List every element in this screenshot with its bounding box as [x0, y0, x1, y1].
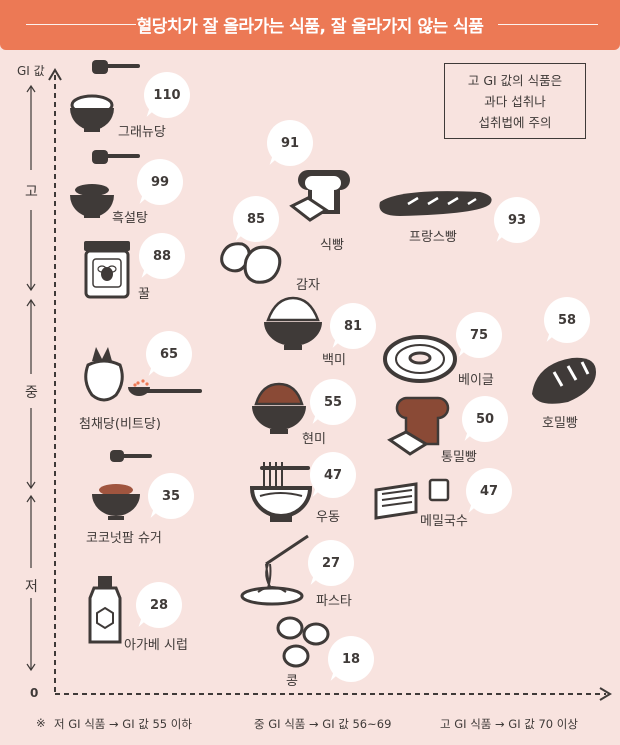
gi-value-beans: 18	[328, 636, 374, 682]
gi-value-whole-wheat-bread: 50	[462, 396, 508, 442]
gi-value-white-rice: 81	[330, 303, 376, 349]
gi-value-pasta: 27	[308, 540, 354, 586]
honey-jar-icon	[84, 241, 130, 299]
potato-icon	[220, 242, 282, 284]
baguette-icon	[379, 191, 492, 216]
pasta-plate-icon	[240, 534, 309, 606]
food-label-buckwheat-noodles: 메밀국수	[420, 514, 468, 529]
page-title: 혈당치가 잘 올라가는 식품, 잘 올라가지 않는 식품	[136, 17, 484, 37]
footnote-mid-gi: 중 GI 식품 → GI 값 56~69	[254, 717, 392, 731]
syrup-bottle-icon	[88, 576, 122, 644]
food-label-granulated-sugar: 그래뉴당	[118, 125, 166, 140]
brown-sugar-bowl-icon	[70, 150, 140, 218]
gi-value-bread: 91	[267, 120, 313, 166]
title-banner: 혈당치가 잘 올라가는 식품, 잘 올라가지 않는 식품	[0, 0, 620, 50]
gi-value-beet-sugar: 65	[146, 331, 192, 377]
food-label-brown-rice: 현미	[302, 432, 326, 447]
food-label-potato: 감자	[296, 278, 320, 293]
food-label-whole-wheat-bread: 통밀빵	[441, 450, 477, 465]
axis-high-label: 고	[25, 184, 38, 200]
banner-divider-left	[26, 24, 136, 25]
beet-sugar-icon	[84, 347, 202, 402]
food-label-beans: 콩	[286, 674, 298, 689]
food-label-rye-bread: 호밀빵	[542, 416, 578, 431]
range-arrows	[26, 84, 36, 672]
axis-mid-label: 중	[25, 385, 38, 401]
axis-arrow-right	[599, 687, 612, 701]
banner-divider-right	[498, 24, 598, 25]
food-label-agave-syrup: 아가베 시럽	[124, 638, 188, 653]
gi-value-udon: 47	[310, 452, 356, 498]
footnote-mark: ※	[36, 716, 46, 730]
sugar-bowl-scoop-icon	[70, 60, 140, 132]
brown-rice-bowl-icon	[252, 382, 306, 434]
food-label-pasta: 파스타	[316, 594, 352, 609]
gi-value-coconut-sugar: 35	[148, 473, 194, 519]
food-label-udon: 우동	[316, 510, 340, 525]
caution-note-line-1: 고 GI 값의 식품은	[467, 73, 563, 88]
caution-note-line-2: 과다 섭취나	[484, 94, 546, 109]
gi-value-baguette: 93	[494, 197, 540, 243]
food-label-beet-sugar: 첨채당(비트당)	[79, 417, 161, 432]
footnote-high-gi: 고 GI 식품 → GI 값 70 이상	[440, 717, 578, 731]
food-label-honey: 꿀	[138, 287, 150, 302]
gi-value-potato: 85	[233, 196, 279, 242]
bagel-icon	[383, 335, 457, 383]
food-label-white-rice: 백미	[322, 353, 346, 368]
food-label-brown-sugar: 흑설탕	[112, 211, 148, 226]
beans-icon	[276, 616, 330, 668]
food-label-baguette: 프랑스빵	[409, 230, 457, 245]
bread-loaf-icon	[289, 170, 350, 222]
gi-value-agave-syrup: 28	[136, 582, 182, 628]
gi-value-granulated-sugar: 110	[144, 72, 190, 118]
axis-low-label: 저	[25, 579, 38, 595]
caution-note-box: 고 GI 값의 식품은 과다 섭취나 섭취법에 주의	[444, 63, 586, 139]
caution-note-line-3: 섭취법에 주의	[478, 115, 552, 130]
gi-value-brown-sugar: 99	[137, 159, 183, 205]
whole-wheat-bread-icon	[387, 396, 450, 456]
coconut-sugar-bowl-icon	[92, 450, 152, 520]
axis-origin-label: 0	[30, 686, 39, 700]
gi-value-brown-rice: 55	[310, 379, 356, 425]
food-label-coconut-sugar: 코코넛팜 슈거	[86, 531, 162, 546]
gi-axis-label: GI 값	[17, 64, 45, 78]
footnote-low-gi: 저 GI 식품 → GI 값 55 이하	[54, 717, 192, 731]
udon-bowl-icon	[249, 462, 313, 522]
food-label-bread: 식빵	[320, 238, 344, 253]
rice-bowl-icon	[264, 296, 322, 350]
axis-arrow-up	[48, 68, 62, 81]
gi-value-bagel: 75	[456, 312, 502, 358]
gi-value-buckwheat-noodles: 47	[466, 468, 512, 514]
gi-value-honey: 88	[139, 233, 185, 279]
food-label-bagel: 베이글	[458, 373, 494, 388]
gi-value-rye-bread: 58	[544, 297, 590, 343]
buckwheat-noodles-icon	[374, 478, 450, 520]
rye-bread-icon	[532, 357, 596, 404]
